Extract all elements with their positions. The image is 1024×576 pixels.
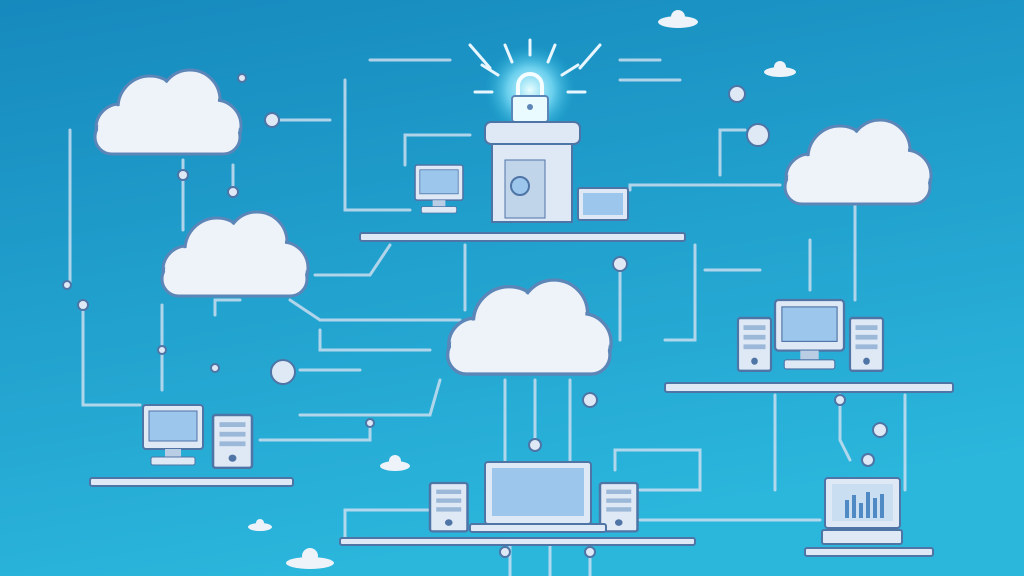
platform bbox=[804, 547, 934, 557]
platform bbox=[339, 537, 696, 546]
server-icon bbox=[848, 316, 885, 372]
network-lines bbox=[68, 58, 907, 576]
server-icon bbox=[428, 481, 469, 533]
small-clouds bbox=[248, 10, 796, 569]
platform bbox=[664, 382, 954, 393]
workstation-right bbox=[664, 298, 954, 393]
platform bbox=[359, 232, 686, 242]
workstation-bottom bbox=[339, 461, 696, 546]
workstation-bottom-right bbox=[804, 477, 934, 557]
server-icon bbox=[736, 316, 773, 372]
security-hub bbox=[359, 38, 686, 242]
workstation-left bbox=[89, 404, 294, 487]
connector-dots bbox=[62, 73, 888, 558]
server-icon bbox=[211, 413, 254, 470]
platform bbox=[89, 477, 294, 487]
